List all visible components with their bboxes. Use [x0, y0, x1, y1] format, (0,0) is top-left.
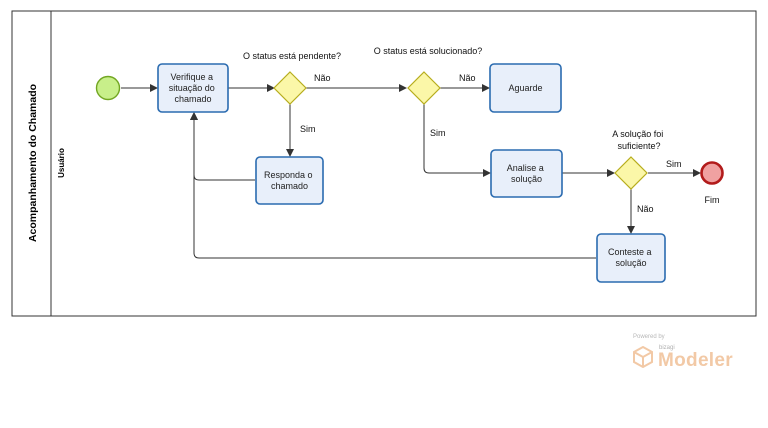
task-responda-line-1: Responda o [264, 170, 313, 180]
bizagi-logo-icon [633, 346, 653, 368]
sequence-flows [121, 84, 701, 259]
flow-conteste-to-verifique [190, 112, 596, 259]
task-analise-line-2: solução [511, 174, 542, 184]
svg-text:Verifique a situação do: Verifique a situação do chamado [169, 72, 218, 104]
task-verifique-line-2: situação do [169, 83, 215, 93]
svg-text:Aguarde: Aguarde [508, 83, 542, 93]
task-verifique-line-3: chamado [174, 94, 211, 104]
flow-label-solucionado-nao: Não [459, 73, 476, 83]
gateway-suficiente[interactable] [614, 156, 648, 190]
task-verifique-line-1: Verifique a [170, 72, 213, 82]
svg-text:Conteste a solução: Conteste a solução [608, 247, 654, 268]
pool-title: Acompanhamento do Chamado [27, 84, 39, 242]
task-conteste-line-1: Conteste a [608, 247, 652, 257]
flow-label-pendente-nao: Não [314, 73, 331, 83]
task-responda-line-2: chamado [271, 181, 308, 191]
task-aguarde-line-1: Aguarde [508, 83, 542, 93]
gateway-suficiente-label-line-1: A solução foi [612, 129, 663, 139]
task-conteste[interactable]: Conteste a solução [596, 233, 666, 283]
flow-label-solucionado-sim: Sim [430, 128, 446, 138]
task-aguarde[interactable]: Aguarde [489, 63, 562, 113]
task-responda[interactable]: Responda o chamado [255, 156, 324, 205]
task-analise-line-1: Analise a [507, 163, 544, 173]
svg-text:A solução foi suficiente?: A solução foi suficiente? [612, 129, 666, 151]
end-event[interactable] [700, 161, 724, 185]
flow-label-suficiente-sim: Sim [666, 159, 682, 169]
gateway-solucionado[interactable] [407, 71, 441, 105]
bizagi-watermark: Powered by bizagi Modeler [633, 334, 733, 374]
watermark-product-text: Modeler [658, 350, 733, 371]
flow-label-pendente-sim: Sim [300, 124, 316, 134]
svg-text:Analise a solução: Analise a solução [507, 163, 547, 184]
svg-text:Responda o chamado: Responda o chamado [264, 170, 315, 191]
lane-title: Usuário [57, 148, 66, 178]
gateway-solucionado-label: O status está solucionado? [374, 46, 483, 56]
task-verifique[interactable]: Verifique a situação do chamado [157, 63, 229, 113]
start-event[interactable] [95, 75, 121, 101]
task-analise[interactable]: Analise a solução [490, 149, 563, 198]
gateway-pendente-label: O status está pendente? [243, 51, 341, 61]
flow-solucionado-sim [423, 104, 491, 177]
flow-label-suficiente-nao: Não [637, 204, 654, 214]
task-conteste-line-2: solução [615, 258, 646, 268]
gateway-suficiente-label-line-2: suficiente? [617, 141, 660, 151]
watermark-powered-text: Powered by [633, 334, 665, 340]
watermark-brand-text: bizagi [659, 345, 675, 351]
gateway-pendente[interactable] [273, 71, 307, 105]
end-event-label: Fim [705, 195, 720, 205]
